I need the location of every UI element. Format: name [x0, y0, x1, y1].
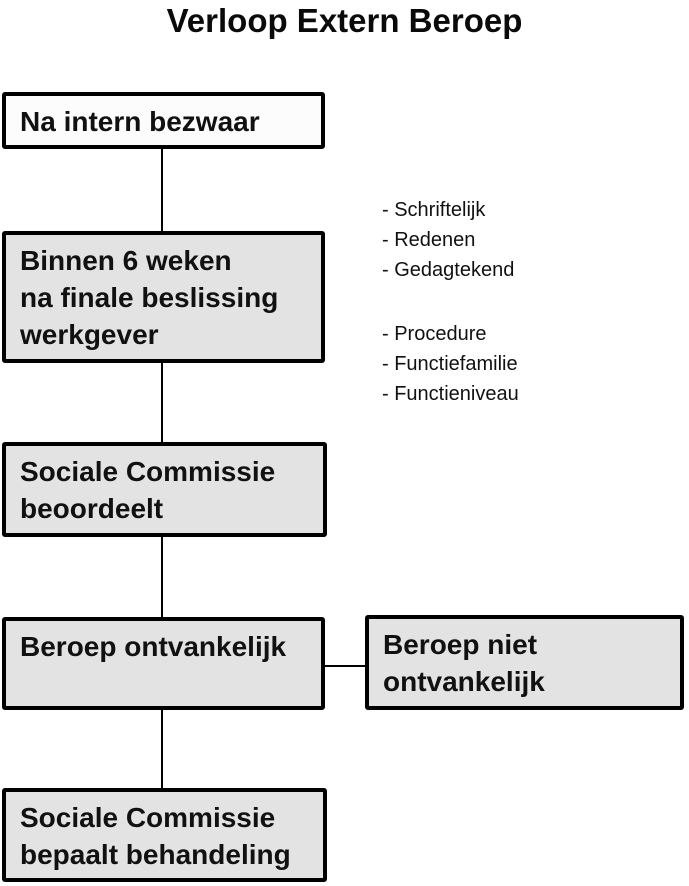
annotation-functieniveau: - Functieniveau: [382, 383, 519, 405]
annotation-group-2: - Procedure - Functiefamilie - Functieni…: [382, 319, 519, 409]
annotation-schriftelijk: - Schriftelijk: [382, 199, 486, 221]
connector-box2-box3: [161, 363, 163, 442]
annotation-redenen: - Redenen: [382, 229, 476, 251]
connector-box3-box4: [161, 537, 163, 617]
box-na-intern-bezwaar: Na intern bezwaar: [2, 92, 325, 149]
page-title: Verloop Extern Beroep: [166, 2, 523, 39]
annotation-functiefamilie: - Functiefamilie: [382, 353, 518, 375]
connector-box4-box5: [325, 665, 365, 667]
box-beroep-ontvankelijk: Beroep ontvankelijk: [2, 617, 325, 710]
box-sociale-commissie-bepaalt: Sociale Commissie bepaalt behandeling: [2, 788, 327, 882]
annotation-group-1: - Schriftelijk - Redenen - Gedagtekend: [382, 195, 519, 285]
connector-box1-box2: [161, 148, 163, 232]
box-beroep-niet-ontvankelijk: Beroep niet ontvankelijk: [365, 615, 684, 710]
box-binnen-6-weken: Binnen 6 weken na finale beslissing werk…: [2, 231, 325, 363]
annotation-gedagtekend: - Gedagtekend: [382, 259, 515, 281]
annotation-procedure: - Procedure: [382, 323, 487, 345]
connector-box4-box6: [161, 710, 163, 788]
box-sociale-commissie-beoordeelt: Sociale Commissie beoordeelt: [2, 442, 327, 537]
annotation-list: - Schriftelijk - Redenen - Gedagtekend -…: [382, 195, 519, 443]
